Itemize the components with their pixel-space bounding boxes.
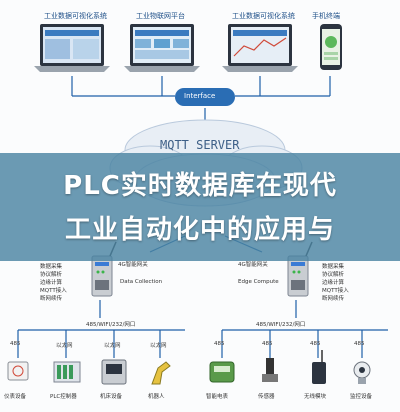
top-device-label-1: 工业数据可视化系统 xyxy=(44,12,107,20)
field-device-icons xyxy=(7,350,371,385)
port-label: 485 xyxy=(10,341,21,347)
top-device-label-2: 工业物联网平台 xyxy=(136,12,185,20)
feature-item: 边缘计算 xyxy=(40,280,63,286)
port-label: 485 xyxy=(310,341,321,347)
feature-item: 断网续传 xyxy=(40,296,63,302)
gateway-1-features: 数据采集 协议解析 边缘计算 MQTT接入 断网续传 xyxy=(40,263,67,303)
laptop-icons xyxy=(34,24,342,72)
device-label: 机器人 xyxy=(148,394,165,400)
gateway-2-features: 数据采集 协议解析 边缘计算 MQTT接入 断网续传 xyxy=(322,263,349,303)
interface-label: Interface xyxy=(184,92,216,100)
port-label: 485 xyxy=(354,341,365,347)
device-label: 仪表设备 xyxy=(4,394,27,400)
gateway-2-caption: Edge Compute xyxy=(238,279,279,285)
feature-item: 数据采集 xyxy=(40,264,63,270)
banner-line-1: PLC实时数据库在现代 xyxy=(63,171,337,201)
feature-item: 边缘计算 xyxy=(322,280,345,286)
feature-item: 断网续传 xyxy=(322,296,345,302)
feature-item: 协议解析 xyxy=(40,272,63,278)
gateway-1-name: 4G智能网关 xyxy=(118,262,148,268)
banner-line-2: 工业自动化中的应用与 xyxy=(64,215,335,245)
gateway-2-name: 4G智能网关 xyxy=(238,262,268,268)
port-label: 485 xyxy=(262,341,273,347)
gateway-1-caption: Data Collection xyxy=(120,279,163,285)
feature-item: MQTT接入 xyxy=(40,288,67,294)
device-label: 监控设备 xyxy=(350,394,373,400)
top-device-label-4: 手机终端 xyxy=(312,12,340,20)
feature-item: 协议解析 xyxy=(322,272,345,278)
interface-pill-shape xyxy=(175,88,235,106)
top-device-label-3: 工业数据可视化系统 xyxy=(232,12,295,20)
port-label: 485 xyxy=(214,341,225,347)
mqtt-server-label: MQTT SERVER xyxy=(160,138,240,152)
feature-item: MQTT接入 xyxy=(322,288,349,294)
device-label: 无线模块 xyxy=(304,394,327,400)
device-label: PLC控制器 xyxy=(50,394,77,400)
port-label: 以太网 xyxy=(150,343,167,349)
device-label: 智能电表 xyxy=(206,394,229,400)
bus-label-left: 485/WIFI/232/网口 xyxy=(86,322,136,328)
bus-label-right: 485/WIFI/232/网口 xyxy=(256,322,306,328)
port-label: 以太网 xyxy=(56,343,73,349)
device-label: 机床设备 xyxy=(100,394,123,400)
title-banner: PLC实时数据库在现代 工业自动化中的应用与 xyxy=(0,153,400,261)
device-label: 传感器 xyxy=(258,394,275,400)
feature-item: 数据采集 xyxy=(322,264,345,270)
gateway-icons xyxy=(91,241,313,297)
port-label: 以太网 xyxy=(104,343,121,349)
